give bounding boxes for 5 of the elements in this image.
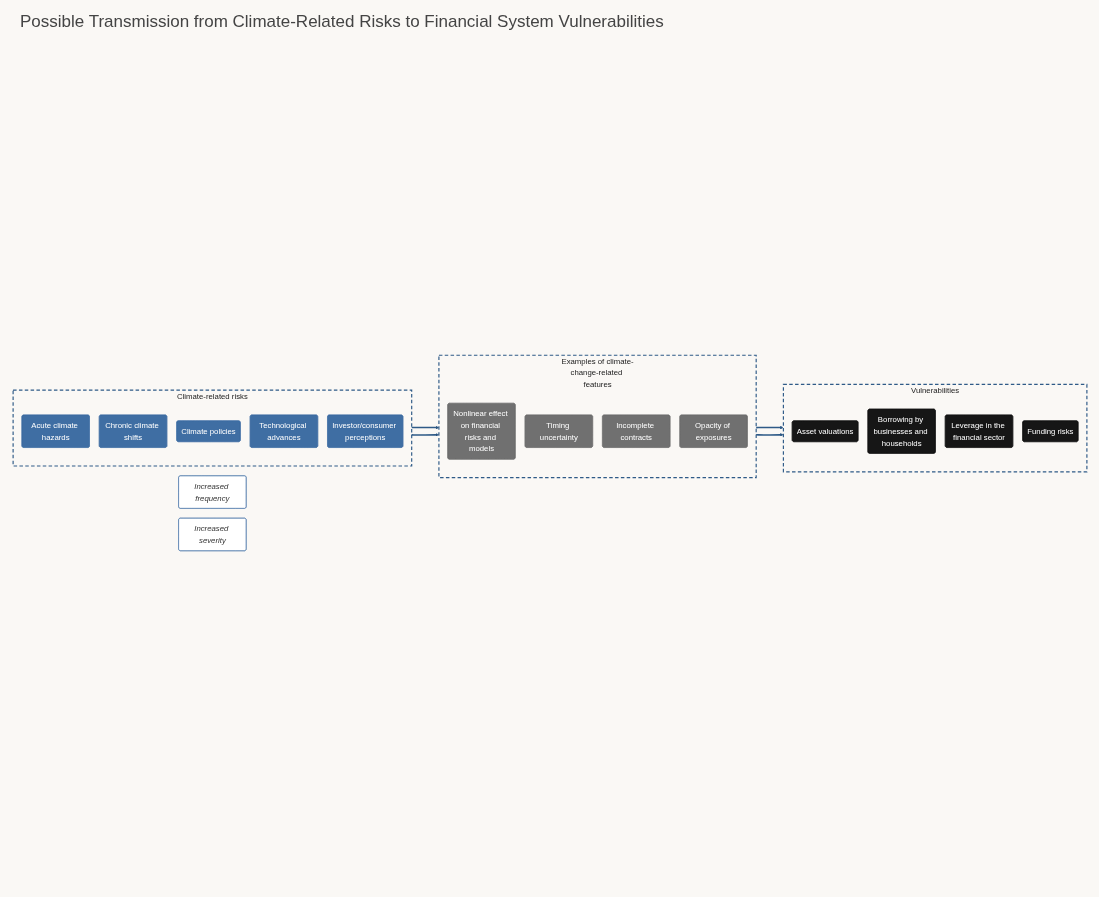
- arrow: [754, 433, 784, 437]
- arrow: [410, 425, 439, 430]
- diagram-title: Possible Transmission from Climate-Related Risks to Financial System Vulnerabilities: [20, 12, 665, 32]
- arrow: [754, 425, 784, 430]
- arrow: [410, 433, 439, 437]
